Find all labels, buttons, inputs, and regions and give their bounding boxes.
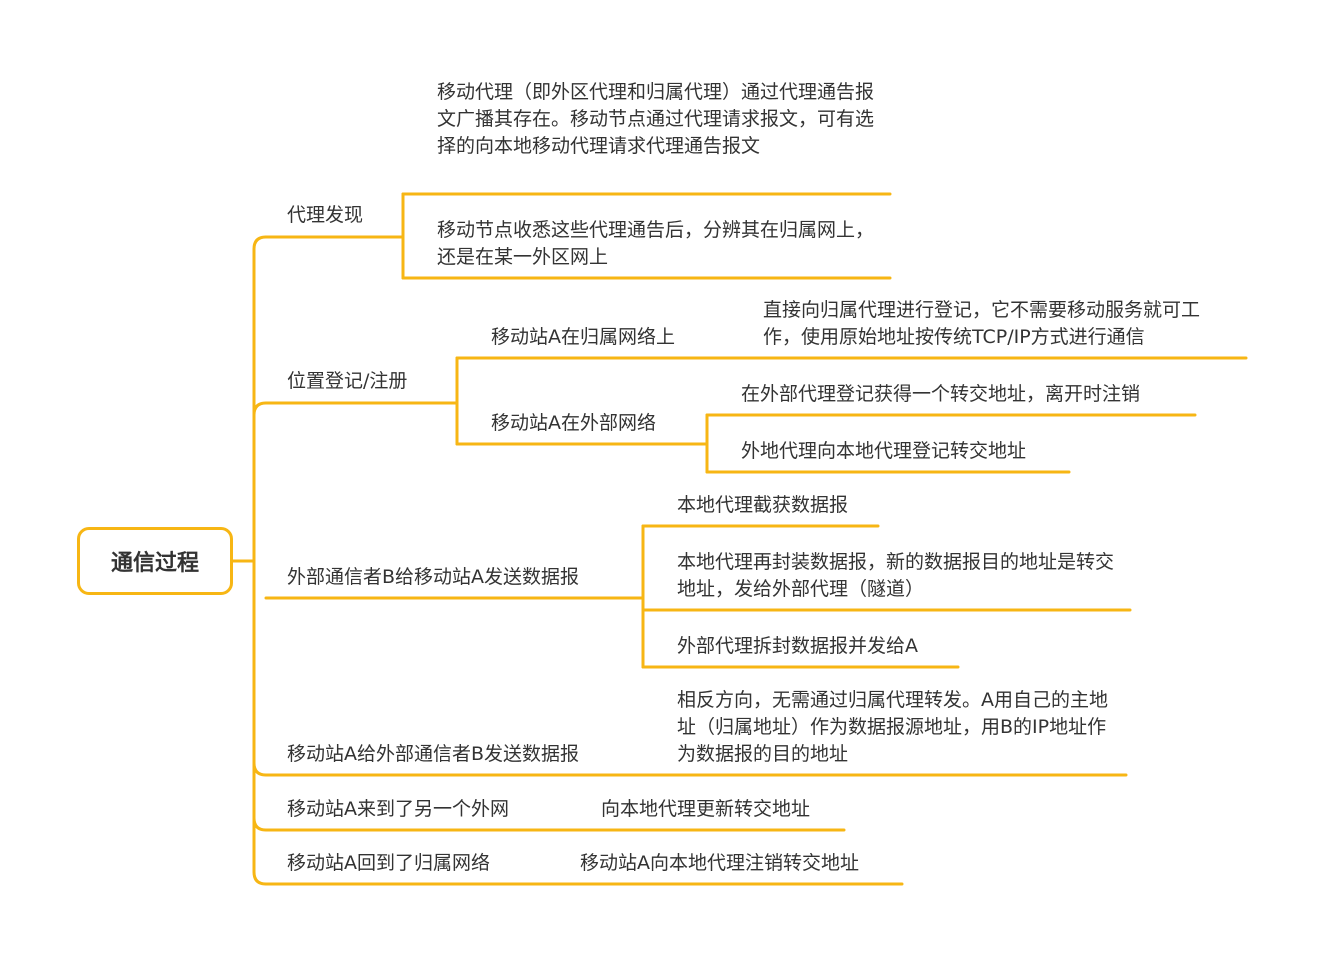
leaf-node[interactable]: 外地代理向本地代理登记转交地址 <box>741 440 1027 462</box>
leaf-node[interactable]: 直接向归属代理进行登记，它不需要移动服务就可工作，使用原始地址按传统TCP/IP… <box>763 299 1201 348</box>
leaf-node[interactable]: 本地代理截获数据报 <box>677 494 849 516</box>
connector-branch-2 <box>252 401 459 417</box>
sub-branch-label[interactable]: 移动站A在归属网络上 <box>491 326 675 348</box>
leaf-node[interactable]: 移动代理（即外区代理和归属代理）通过代理通告报文广播其存在。移动节点通过代理请求… <box>437 81 875 157</box>
leaf-node[interactable]: 向本地代理更新转交地址 <box>601 798 811 820</box>
connector-branch-5 <box>252 816 846 832</box>
branch-label[interactable]: 移动站A来到了另一个外网 <box>287 798 509 820</box>
branch-label[interactable]: 代理发现 <box>287 204 364 226</box>
branch-label[interactable]: 移动站A回到了归属网络 <box>287 852 490 874</box>
branch-label[interactable]: 移动站A给外部通信者B发送数据报 <box>287 743 580 765</box>
branch-label[interactable]: 外部通信者B给移动站A发送数据报 <box>287 566 580 588</box>
root-node[interactable]: 通信过程 <box>77 527 233 595</box>
sub-branch-label[interactable]: 移动站A在外部网络 <box>491 412 656 434</box>
leaf-node[interactable]: 移动节点收悉这些代理通告后，分辨其在归属网上，还是在某一外区网上 <box>437 219 875 268</box>
connector-trunk <box>252 235 268 886</box>
leaf-node[interactable]: 本地代理再封装数据报，新的数据报目的地址是转交地址，发给外部代理（隧道） <box>677 551 1115 600</box>
leaf-node[interactable]: 相反方向，无需通过归属代理转发。A用自己的主地址（归属地址）作为数据报源地址，用… <box>677 689 1108 765</box>
leaf-node[interactable]: 外部代理拆封数据报并发给A <box>677 635 918 657</box>
connector-branch-4 <box>252 761 1128 777</box>
branch-label[interactable]: 位置登记/注册 <box>287 370 408 392</box>
leaf-node[interactable]: 移动站A向本地代理注销转交地址 <box>580 852 859 874</box>
leaf-node[interactable]: 在外部代理登记获得一个转交地址，离开时注销 <box>741 383 1141 405</box>
